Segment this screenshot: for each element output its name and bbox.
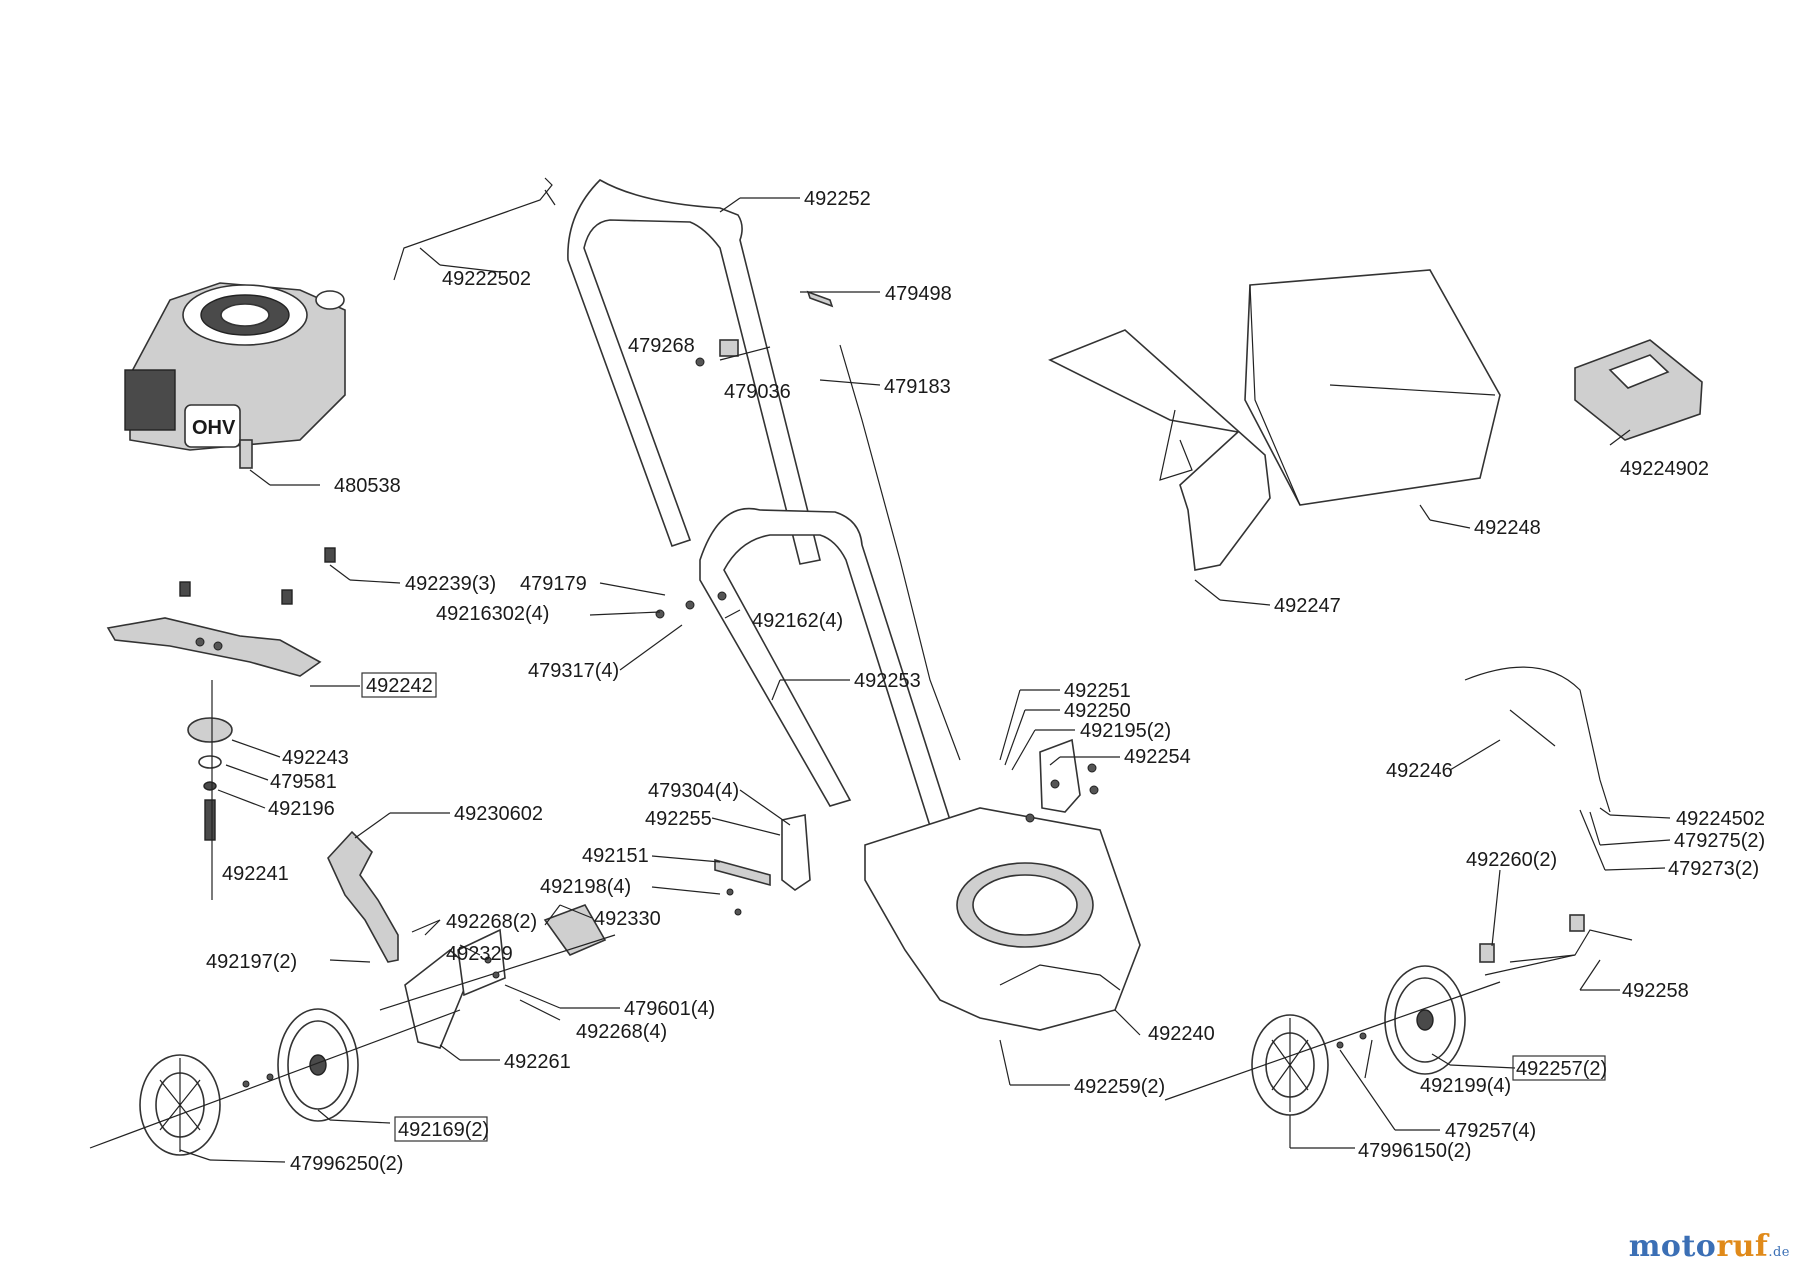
engine-480538: OHV xyxy=(124,282,346,469)
label-479273-2: 479273(2) xyxy=(1668,858,1759,880)
label-492162-4: 492162(4) xyxy=(752,610,843,632)
label-492253: 492253 xyxy=(854,670,921,692)
label-49216302-4: 49216302(4) xyxy=(436,603,549,625)
rear-cover-49224902 xyxy=(1574,339,1703,441)
label-479601-4: 479601(4) xyxy=(624,998,715,1020)
grass-bag-492248 xyxy=(1244,269,1501,506)
label-492257-2: 492257(2) xyxy=(1516,1058,1607,1080)
label-49224902: 49224902 xyxy=(1620,458,1709,480)
label-492252: 492252 xyxy=(804,188,871,210)
label-492195-2: 492195(2) xyxy=(1080,720,1171,742)
part-labels: 492252 49222502 479498 479268 479036 479… xyxy=(206,188,1765,1175)
rear-lift-bar-49224502 xyxy=(1464,666,1611,813)
blade-holder-stack xyxy=(187,680,233,900)
label-492196: 492196 xyxy=(268,798,335,820)
label-492261: 492261 xyxy=(504,1051,571,1073)
motoruf-watermark: motoruf.de xyxy=(1629,1229,1790,1264)
label-492330: 492330 xyxy=(594,908,661,930)
label-49224502: 49224502 xyxy=(1676,808,1765,830)
label-49230602: 49230602 xyxy=(454,803,543,825)
label-box-492169-2 xyxy=(394,1116,488,1142)
watermark-brand-a: moto xyxy=(1628,1229,1717,1264)
label-479183: 479183 xyxy=(884,376,951,398)
label-492151: 492151 xyxy=(582,845,649,867)
watermark-brand-b: ruf xyxy=(1716,1229,1769,1264)
rear-wheel-492257 xyxy=(1384,965,1466,1075)
watermark-tld: .de xyxy=(1768,1245,1790,1260)
engine-ohv-mark: OHV xyxy=(192,417,236,439)
label-492259-2: 492259(2) xyxy=(1074,1076,1165,1098)
label-box-492242 xyxy=(361,672,437,698)
blade-492242 xyxy=(106,617,322,677)
label-47996150-2: 47996150(2) xyxy=(1358,1140,1471,1162)
label-492199-4: 492199(4) xyxy=(1420,1075,1511,1097)
label-492239-3: 492239(3) xyxy=(405,573,496,595)
label-479304-4: 479304(4) xyxy=(648,780,739,802)
label-479268: 479268 xyxy=(628,335,695,357)
bracket-492254 xyxy=(1039,738,1081,813)
label-492250: 492250 xyxy=(1064,700,1131,722)
label-492268-4: 492268(4) xyxy=(576,1021,667,1043)
lower-handle-492253 xyxy=(699,507,952,827)
label-479317-4: 479317(4) xyxy=(528,660,619,682)
rear-axle-line xyxy=(1164,981,1501,1101)
rear-hubcap-47996150 xyxy=(1251,1014,1329,1116)
grass-bag-frame-492247 xyxy=(1048,329,1271,571)
label-492251: 492251 xyxy=(1064,680,1131,702)
label-492248: 492248 xyxy=(1474,517,1541,539)
label-479275-2: 479275(2) xyxy=(1674,830,1765,852)
label-47996250-2: 47996250(2) xyxy=(290,1153,403,1175)
deck-492240 xyxy=(864,807,1141,1031)
label-492258: 492258 xyxy=(1622,980,1689,1002)
rear-axle-492258 xyxy=(1484,929,1633,976)
label-492255: 492255 xyxy=(645,808,712,830)
front-hubcap-47996250 xyxy=(139,1054,221,1156)
label-box-492257-2 xyxy=(1512,1055,1606,1081)
label-492268-2: 492268(2) xyxy=(446,911,537,933)
label-49222502: 49222502 xyxy=(442,268,531,290)
label-480538: 480538 xyxy=(334,475,401,497)
lever-bracket-492255 xyxy=(714,814,811,891)
front-axle-line xyxy=(89,1009,461,1149)
label-479036: 479036 xyxy=(724,381,791,403)
label-479179: 479179 xyxy=(520,573,587,595)
hardware-group xyxy=(242,290,1585,1088)
bolts-492239 xyxy=(179,547,336,605)
label-492240: 492240 xyxy=(1148,1023,1215,1045)
label-492247: 492247 xyxy=(1274,595,1341,617)
label-492243: 492243 xyxy=(282,747,349,769)
label-492254: 492254 xyxy=(1124,746,1191,768)
cable-479183 xyxy=(839,344,961,761)
label-492242: 492242 xyxy=(366,675,433,697)
label-479257-4: 479257(4) xyxy=(1445,1120,1536,1142)
height-lever-49230602 xyxy=(327,830,399,963)
label-479581: 479581 xyxy=(270,771,337,793)
leader-lines xyxy=(179,197,1671,1163)
label-492169-2: 492169(2) xyxy=(398,1119,489,1141)
upper-handle-492252 xyxy=(567,179,821,565)
label-492197-2: 492197(2) xyxy=(206,951,297,973)
label-492198-4: 492198(4) xyxy=(540,876,631,898)
label-492246: 492246 xyxy=(1386,760,1453,782)
label-492329: 492329 xyxy=(446,943,513,965)
label-479498: 479498 xyxy=(885,283,952,305)
label-492241: 492241 xyxy=(222,863,289,885)
label-492260-2: 492260(2) xyxy=(1466,849,1557,871)
throttle-cable-49222502 xyxy=(393,177,556,281)
front-wheel-492169 xyxy=(277,1008,359,1122)
